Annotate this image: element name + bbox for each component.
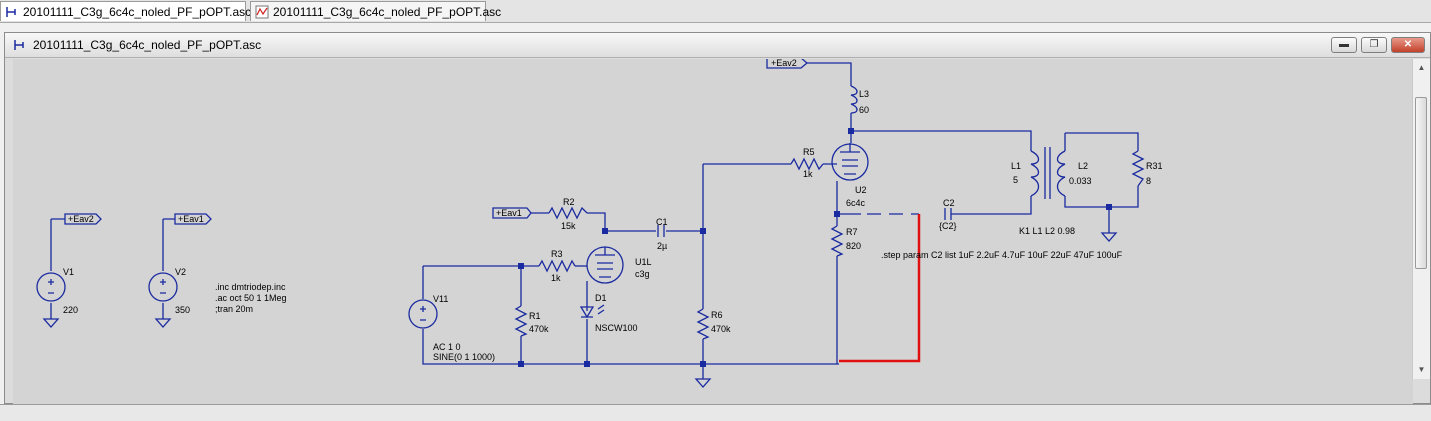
r2-name: R2 [563, 197, 575, 207]
scroll-up-icon[interactable]: ▲ [1417, 63, 1426, 72]
inductor-symbols [850, 85, 1066, 199]
scroll-down-icon[interactable]: ▼ [1417, 365, 1426, 374]
schematic-window: 20101111_C3g_6c4c_noled_PF_pOPT.asc ▬ ❐ … [4, 32, 1431, 411]
r5-name: R5 [803, 147, 815, 157]
r7-value: 820 [846, 241, 861, 251]
d1-name: D1 [595, 293, 607, 303]
d1-model: NSCW100 [595, 323, 638, 333]
spice-directive[interactable]: .inc dmtriodep.inc [215, 282, 286, 292]
c1-value: 2µ [657, 241, 667, 251]
ground-symbols [42, 232, 1118, 388]
wires [50, 62, 1139, 379]
l1-value: 5 [1013, 175, 1018, 185]
net-label-eav1-left: +Eav1 [178, 214, 204, 224]
spice-directive[interactable]: .ac oct 50 1 1Meg [215, 293, 287, 303]
tab-waveform[interactable]: 20101111_C3g_6c4c_noled_PF_pOPT.asc [250, 1, 501, 21]
c1-name: C1 [656, 217, 668, 227]
spice-comment[interactable]: ;tran 20m [215, 304, 253, 314]
v11-sine: SINE(0 1 1000) [433, 352, 495, 362]
scrollbar-thumb[interactable] [1415, 97, 1427, 269]
v11-name: V11 [433, 294, 448, 304]
junction-dots [518, 128, 1112, 367]
window-title: 20101111_C3g_6c4c_noled_PF_pOPT.asc [33, 38, 262, 52]
net-label-eav2-top: +Eav2 [771, 59, 797, 68]
document-tab-bar: 20101111_C3g_6c4c_noled_PF_pOPT.asc 2010… [0, 0, 1431, 23]
restore-button[interactable]: ❐ [1361, 37, 1387, 53]
v1-name: V1 [63, 267, 74, 277]
tab-label: 20101111_C3g_6c4c_noled_PF_pOPT.asc [273, 5, 502, 19]
r2-value: 15k [561, 221, 576, 231]
u2-model: 6c4c [846, 198, 866, 208]
l1-name: L1 [1011, 161, 1021, 171]
schematic-icon [6, 7, 16, 17]
schematic-canvas[interactable]: +Eav2 +Eav1 +Eav1 +Eav2 V1 220 V2 350 V1… [13, 57, 1413, 411]
v1-value: 220 [63, 305, 78, 315]
u1-model: c3g [635, 269, 650, 279]
schematic-icon [14, 40, 24, 50]
r7-name: R7 [846, 227, 858, 237]
r1-value: 470k [529, 324, 549, 334]
c2-name: C2 [943, 198, 955, 208]
r3-name: R3 [551, 249, 563, 259]
c2-value: {C2} [939, 221, 957, 231]
r6-name: R6 [711, 310, 723, 320]
net-flags [64, 57, 809, 225]
l3-name: L3 [859, 89, 869, 99]
l2-name: L2 [1078, 161, 1088, 171]
net-label-eav2-left: +Eav2 [68, 214, 94, 224]
tab-label: 20101111_C3g_6c4c_noled_PF_pOPT.asc [23, 5, 252, 19]
close-button[interactable]: ✕ [1391, 37, 1425, 53]
u1-name: U1L [635, 257, 652, 267]
step-directive[interactable]: .step param C2 list 1uF 2.2uF 4.7uF 10uF… [881, 250, 1123, 260]
resistor-symbols [514, 150, 1145, 340]
voltage-source-symbols [36, 272, 438, 329]
r3-value: 1k [551, 273, 561, 283]
r31-value: 8 [1146, 176, 1151, 186]
next-window-edge [0, 404, 1431, 421]
minimize-button[interactable]: ▬ [1331, 37, 1357, 53]
tab-schematic[interactable]: 20101111_C3g_6c4c_noled_PF_pOPT.asc [0, 1, 251, 21]
l2-value: 0.033 [1069, 176, 1092, 186]
v2-name: V2 [175, 267, 186, 277]
v11-ac: AC 1 0 [433, 342, 461, 352]
waveform-icon [255, 5, 269, 19]
l3-value: 60 [859, 105, 869, 115]
triode-symbols [586, 143, 869, 284]
net-label-eav1-mid: +Eav1 [496, 208, 522, 218]
r31-name: R31 [1146, 161, 1163, 171]
capacitor-symbols [657, 208, 952, 237]
v2-value: 350 [175, 305, 190, 315]
window-titlebar[interactable]: 20101111_C3g_6c4c_noled_PF_pOPT.asc ▬ ❐ … [5, 33, 1430, 58]
r5-value: 1k [803, 169, 813, 179]
highlighted-wire[interactable] [839, 214, 921, 363]
vertical-scrollbar[interactable]: ▲ ▼ [1412, 59, 1430, 379]
r6-value: 470k [711, 324, 731, 334]
u2-name: U2 [855, 185, 867, 195]
r1-name: R1 [529, 311, 541, 321]
led-symbol [579, 304, 605, 319]
coupling-directive[interactable]: K1 L1 L2 0.98 [1019, 226, 1075, 236]
schematic-drawing: +Eav2 +Eav1 +Eav1 +Eav2 V1 220 V2 350 V1… [36, 57, 1163, 388]
